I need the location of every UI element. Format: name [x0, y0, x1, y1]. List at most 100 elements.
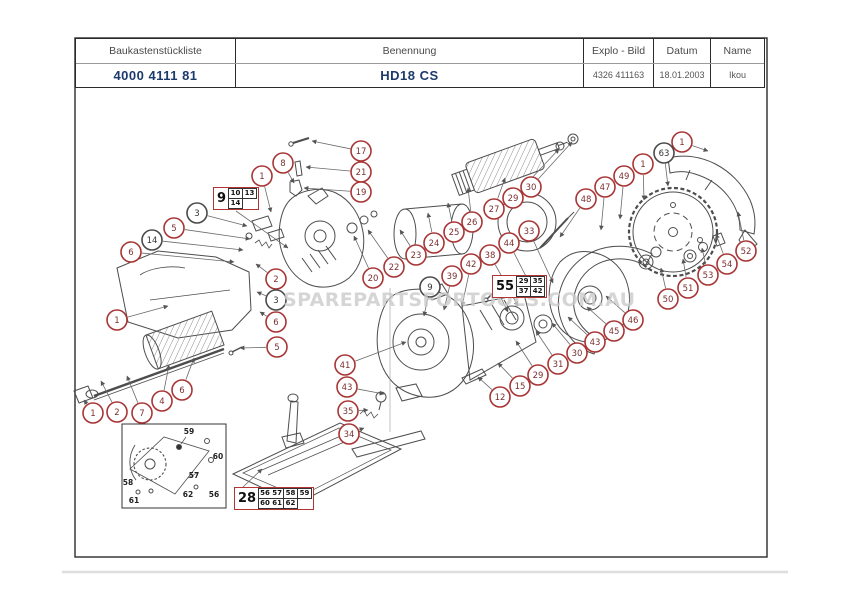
callout-box-cell: 59 — [297, 488, 313, 499]
inset-part-label-57: 57 — [189, 471, 199, 480]
inset-part-label-56: 56 — [209, 490, 219, 499]
balloon-number: 52 — [741, 247, 752, 257]
date-value: 18.01.2003 — [654, 63, 711, 87]
balloon-23: 23 — [405, 244, 427, 266]
balloon-number: 34 — [344, 430, 355, 440]
balloon-30: 30 — [520, 176, 542, 198]
balloon-number: 44 — [504, 239, 515, 249]
balloon-number: 8 — [280, 159, 285, 169]
inset-part-label-59: 59 — [184, 427, 194, 436]
balloon-number: 26 — [467, 218, 478, 228]
balloon-number: 23 — [411, 251, 422, 261]
part-screw-and-pin-top — [288, 137, 310, 197]
balloon-26: 26 — [461, 211, 483, 233]
balloon-number: 6 — [128, 248, 133, 258]
balloon-46: 46 — [622, 309, 644, 331]
balloon-1: 1 — [671, 131, 693, 153]
balloon-25: 25 — [443, 221, 465, 243]
part-guard-lever-pin — [539, 211, 575, 249]
balloon-number: 43 — [590, 338, 601, 348]
balloon-30: 30 — [566, 342, 588, 364]
part-lower-guard — [557, 245, 653, 355]
callout-box-cell: 56 57 — [258, 488, 285, 499]
part-lower-housing-and-field — [116, 250, 252, 370]
balloon-2: 2 — [265, 268, 287, 290]
balloon-number: 5 — [171, 224, 176, 234]
balloon-5: 5 — [163, 217, 185, 239]
balloon-43: 43 — [584, 331, 606, 353]
balloon-5: 5 — [266, 336, 288, 358]
balloon-51: 51 — [677, 277, 699, 299]
balloon-number: 45 — [609, 327, 620, 337]
callout-box-cell: 10 — [228, 188, 244, 199]
part-drawings — [73, 133, 758, 509]
balloon-45: 45 — [603, 320, 625, 342]
callout-box-cell: 35 — [530, 276, 546, 287]
watermark-text: SPAREPARTSFORTOOLS.COM.AU — [283, 289, 636, 311]
inset-part-label-60: 60 — [213, 452, 223, 461]
balloon-number: 3 — [273, 296, 278, 306]
part-gear-housing-left — [278, 187, 378, 288]
balloon-number: 15 — [515, 382, 526, 392]
balloon-number: 29 — [508, 194, 519, 204]
balloon-number: 29 — [533, 371, 544, 381]
balloon-number: 6 — [273, 318, 278, 328]
balloon-21: 21 — [350, 161, 372, 183]
balloon-number: 54 — [722, 260, 733, 270]
balloon-number: 41 — [340, 361, 351, 371]
part-plate-accessories — [351, 391, 426, 458]
balloon-number: 1 — [640, 160, 645, 170]
balloon-number: 25 — [449, 228, 460, 238]
balloon-39: 39 — [441, 265, 463, 287]
balloon-53: 53 — [697, 264, 719, 286]
balloon-number: 53 — [703, 271, 714, 281]
balloon-number: 46 — [628, 316, 639, 326]
inset-part-label-61: 61 — [129, 496, 139, 505]
col-header-datum: Datum — [654, 39, 711, 63]
title-block-value-row: 4000 4111 81 HD18 CS 4326 411163 18.01.2… — [76, 63, 764, 87]
balloon-22: 22 — [383, 256, 405, 278]
balloon-19: 19 — [350, 181, 372, 203]
balloon-20: 20 — [362, 267, 384, 289]
balloon-1: 1 — [632, 153, 654, 175]
balloon-34: 34 — [338, 423, 360, 445]
callout-box-cell: 37 — [516, 286, 532, 297]
callout-box-main-number: 9 — [217, 191, 227, 206]
inset-mini-drawing — [129, 436, 214, 495]
balloon-number: 14 — [147, 236, 158, 246]
balloon-number: 24 — [429, 239, 440, 249]
balloon-38: 38 — [479, 244, 501, 266]
inset-part-label-62: 62 — [183, 490, 193, 499]
balloon-number: 19 — [356, 188, 367, 198]
balloon-number: 39 — [447, 272, 458, 282]
balloon-6: 6 — [171, 379, 193, 401]
balloon-6: 6 — [265, 311, 287, 333]
balloon-49: 49 — [613, 165, 635, 187]
balloon-52: 52 — [735, 240, 757, 262]
callout-box-cell: 58 — [283, 488, 299, 499]
balloon-number: 51 — [683, 284, 694, 294]
balloon-number: 43 — [342, 383, 353, 393]
balloon-3: 3 — [265, 289, 287, 311]
balloon-3: 3 — [186, 202, 208, 224]
balloon-4: 4 — [151, 390, 173, 412]
col-header-benennung: Benennung — [236, 39, 584, 63]
balloon-54: 54 — [716, 253, 738, 275]
balloon-number: 48 — [581, 195, 592, 205]
balloon-number: 50 — [663, 295, 674, 305]
title-block-header-row: Baukastenstückliste Benennung Explo - Bi… — [76, 39, 764, 64]
balloon-number: 1 — [679, 138, 684, 148]
balloon-number: 33 — [524, 227, 535, 237]
balloon-number: 21 — [356, 168, 367, 178]
col-header-explo-bild: Explo - Bild — [584, 39, 654, 63]
balloon-number: 63 — [659, 149, 670, 159]
callout-box-cell: 60 61 — [258, 498, 285, 509]
balloon-number: 22 — [389, 263, 400, 273]
balloon-33: 33 — [518, 220, 540, 242]
balloon-number: 30 — [526, 183, 537, 193]
balloon-number: 4 — [159, 397, 164, 407]
balloon-number: 30 — [572, 349, 583, 359]
balloon-number: 5 — [274, 343, 279, 353]
